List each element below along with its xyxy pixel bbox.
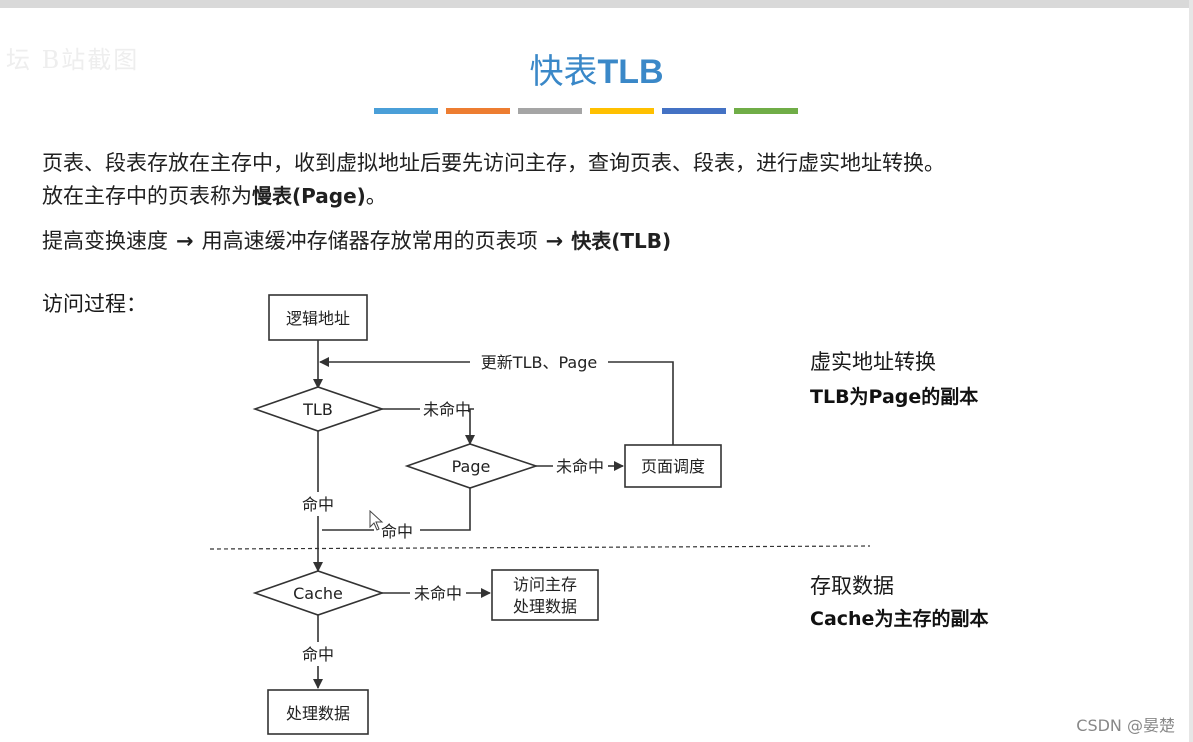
logic-address-text: 逻辑地址: [286, 309, 350, 328]
slide-title: 快表TLB: [0, 44, 1193, 93]
process-data-box: [267, 689, 369, 735]
arrow-icon: →: [545, 229, 564, 253]
miss1-text: 未命中: [423, 400, 471, 419]
paragraph-speed: 提高变换速度 → 用高速缓冲存储器存放常用的页表项 → 快表(TLB): [42, 225, 671, 255]
title-cn: 快表: [529, 52, 598, 92]
title-en: TLB: [597, 53, 664, 91]
update-line-right: [608, 361, 674, 445]
stripe-5: [662, 108, 726, 114]
separator-dashed: [209, 545, 871, 550]
page-schedule-text: 页面调度: [641, 457, 705, 476]
access-mem-line2: 处理数据: [513, 597, 577, 616]
para2-prefix: 放在主存中的页表称为: [42, 184, 252, 208]
stripe-6: [734, 108, 798, 114]
miss3-text: 未命中: [414, 584, 462, 603]
cache-text: Cache: [293, 584, 343, 603]
color-stripes: [374, 108, 798, 114]
logic-address-box: [268, 294, 368, 341]
stripe-4: [590, 108, 654, 114]
access-process-label: 访问过程：: [42, 292, 147, 316]
tlb-miss-line-b: [465, 408, 475, 445]
page-text: Page: [452, 457, 491, 476]
access-mem-line1: 访问主存: [513, 575, 577, 594]
hit1-text: 命中: [302, 495, 334, 514]
para2-bold: 慢表(Page): [252, 184, 366, 208]
speed-part2: 用高速缓冲存储器存放常用的页表项: [201, 229, 538, 253]
page-hit-line-a: [420, 488, 471, 531]
tlb-text: TLB: [302, 400, 333, 419]
hit2-text: 命中: [381, 522, 413, 541]
mouse-cursor-icon: [369, 510, 384, 531]
footer-watermark: CSDN @晏楚: [1076, 716, 1175, 735]
side-bottom-sub: Cache为主存的副本: [810, 608, 989, 630]
paragraph-line-1: 页表、段表存放在主存中，收到虚拟地址后要先访问主存，查询页表、段表，进行虚实地址…: [42, 151, 945, 175]
speed-part1: 提高变换速度: [42, 229, 168, 253]
top-border: [0, 0, 1193, 8]
para2-suffix: 。: [365, 184, 387, 208]
watermark: 坛 B站截图: [6, 46, 140, 74]
side-top-heading: 虚实地址转换: [810, 350, 936, 374]
arrow-icon: →: [176, 229, 194, 253]
paragraph-line-2: 放在主存中的页表称为慢表(Page)。: [42, 180, 387, 210]
access-memory-box: [491, 569, 599, 621]
miss2-text: 未命中: [556, 457, 604, 476]
stripe-1: [374, 108, 438, 114]
side-top-sub: TLB为Page的副本: [810, 386, 979, 408]
stripe-3: [518, 108, 582, 114]
process-data-text: 处理数据: [286, 704, 350, 723]
side-bottom-heading: 存取数据: [810, 574, 894, 598]
update-text: 更新TLB、Page: [481, 353, 597, 372]
speed-bold: 快表(TLB): [571, 229, 672, 253]
stripe-2: [446, 108, 510, 114]
hit3-text: 命中: [302, 645, 334, 664]
page-schedule-box: [624, 444, 722, 488]
right-border: [1189, 0, 1193, 742]
